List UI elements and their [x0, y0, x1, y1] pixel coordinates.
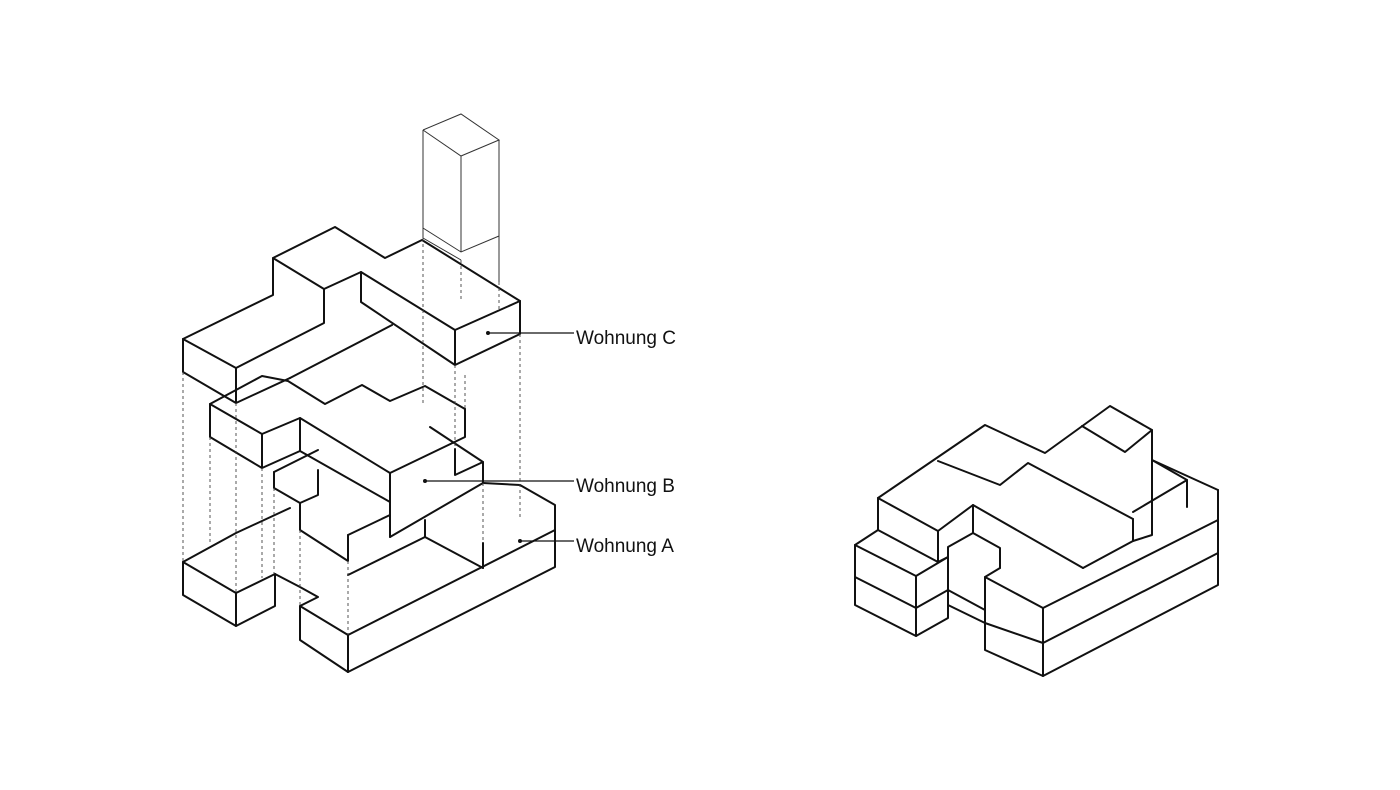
- exploded-axonometric: Wohnung C Wohnung B Wohnung A: [182, 113, 676, 673]
- wohnung-c-volume: [182, 226, 521, 404]
- assembled-axonometric: [854, 405, 1219, 677]
- wohnung-c-label: Wohnung C: [576, 328, 676, 349]
- wohnung-a-callout: Wohnung A: [518, 536, 674, 557]
- wohnung-b-volume: [209, 375, 484, 562]
- wohnung-b-label: Wohnung B: [576, 476, 675, 497]
- wohnung-a-volume: [182, 482, 556, 673]
- projection-lines: [182, 238, 521, 635]
- wohnung-b-callout: Wohnung B: [423, 476, 675, 497]
- wohnung-a-label: Wohnung A: [576, 536, 674, 557]
- wohnung-c-callout: Wohnung C: [486, 328, 676, 349]
- chimney-core: [422, 113, 501, 282]
